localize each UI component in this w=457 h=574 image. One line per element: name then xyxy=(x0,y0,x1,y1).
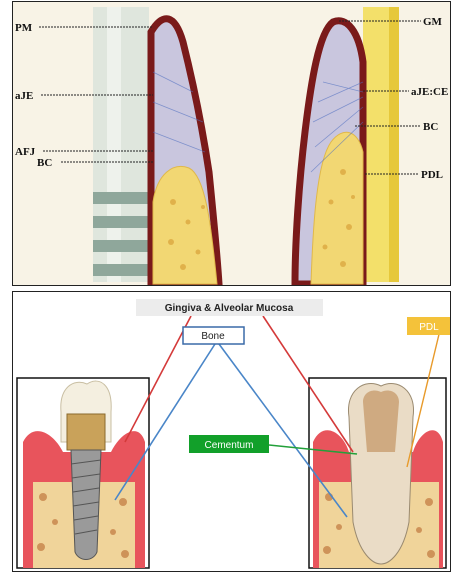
label-gm: GM xyxy=(423,16,443,28)
tooth-pulp xyxy=(363,390,399,452)
implant-fixture xyxy=(71,450,101,560)
tooth-root xyxy=(363,7,399,282)
implant-abutment xyxy=(67,414,105,450)
comparison-panel: Gingiva & Alveolar Mucosa Bone PDL Cemen… xyxy=(12,291,451,572)
histology-panel: PM aJE AFJ BC GM aJE:CE BC PDL xyxy=(12,1,451,286)
label-aje-ce: aJE:CE xyxy=(411,86,448,98)
bone-label: Bone xyxy=(201,331,225,342)
label-bc-left: BC xyxy=(37,157,52,169)
label-pdl-top: PDL xyxy=(421,169,443,181)
cementum-label: Cementum xyxy=(205,440,254,451)
pdl-label: PDL xyxy=(419,322,439,333)
label-pm: PM xyxy=(15,22,33,34)
histology-illustration: PM aJE AFJ BC GM aJE:CE BC PDL xyxy=(13,2,451,286)
gingiva-alveolar-label: Gingiva & Alveolar Mucosa xyxy=(165,303,294,314)
label-bc-right: BC xyxy=(423,121,438,133)
implant-vs-tooth-illustration: Gingiva & Alveolar Mucosa Bone PDL Cemen… xyxy=(13,292,451,572)
label-aje-left: aJE xyxy=(15,90,33,102)
implant-screw xyxy=(93,7,149,282)
label-afj: AFJ xyxy=(15,146,36,158)
